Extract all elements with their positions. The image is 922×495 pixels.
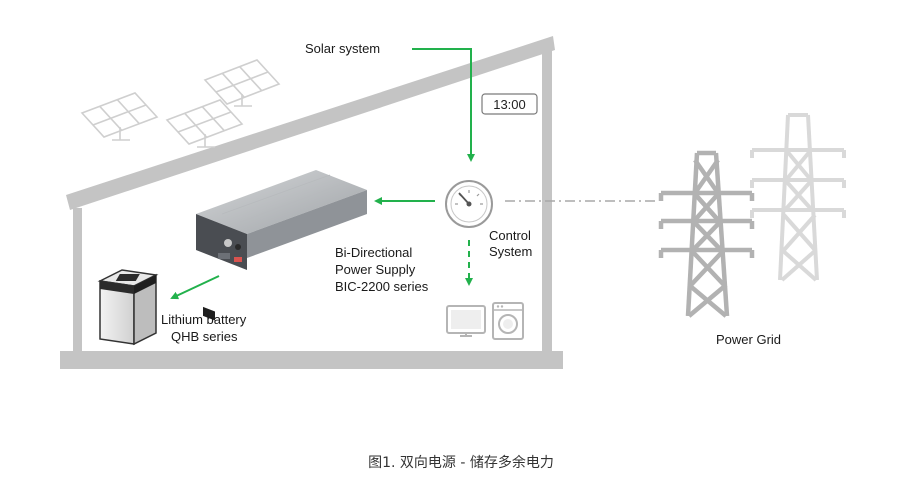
control-system-label-line2: System xyxy=(489,244,532,259)
clock-display: 13:00 xyxy=(481,93,538,115)
control-gauge-icon xyxy=(445,180,493,228)
power-tower-back-icon xyxy=(750,113,846,282)
solar-system-label: Solar system xyxy=(305,41,380,56)
power-grid-label: Power Grid xyxy=(716,332,781,347)
bic-label-line2: Power Supply xyxy=(335,262,416,277)
tv-icon xyxy=(446,305,486,337)
battery-label-line2: QHB series xyxy=(171,329,238,344)
washing-machine-icon xyxy=(492,302,524,340)
control-system-label-line1: Control xyxy=(489,228,531,243)
bic-label-line1: Bi-Directional xyxy=(335,245,412,260)
solar-panels-icon xyxy=(80,59,281,148)
battery-icon xyxy=(97,269,159,346)
bic-label-line3: BIC-2200 series xyxy=(335,279,429,294)
figure-caption: 图1. 双向电源 - 储存多余电力 xyxy=(368,454,554,471)
psu-to-battery-arrow xyxy=(170,275,220,300)
solar-to-control-arrow xyxy=(412,48,475,162)
power-tower-front-icon xyxy=(658,150,755,318)
clock-time: 13:00 xyxy=(493,97,526,112)
power-supply-unit xyxy=(196,170,367,321)
battery-label-line1: Lithium battery xyxy=(161,312,247,327)
